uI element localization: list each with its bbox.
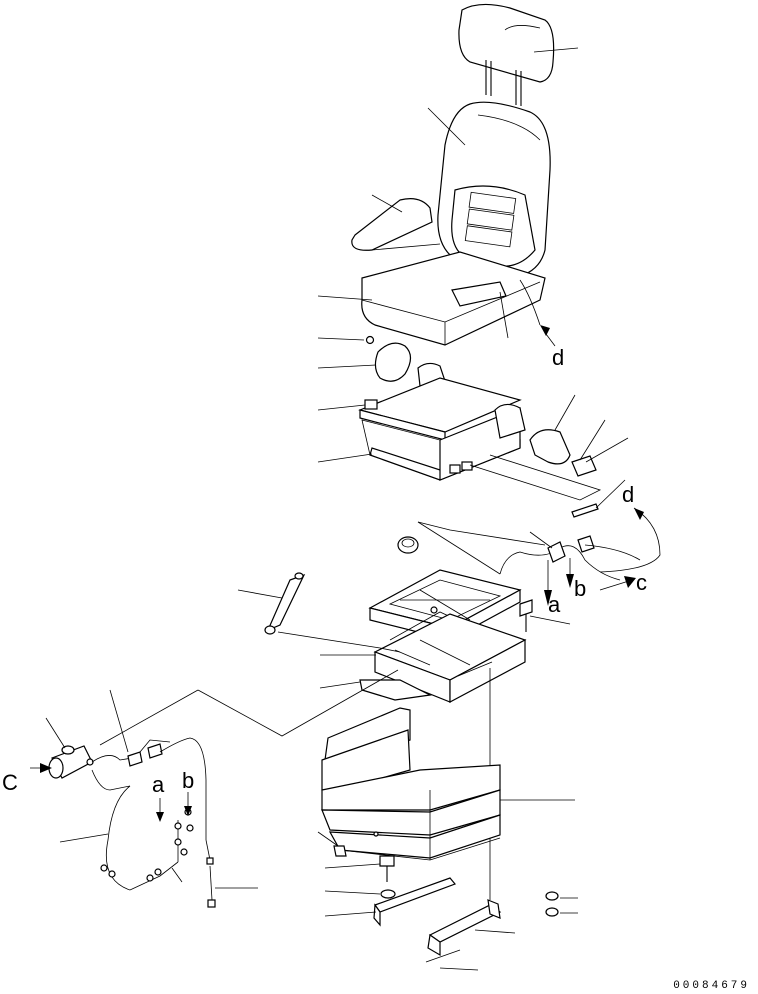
leader-line: [59, 833, 109, 843]
leader-line: [529, 615, 571, 625]
backrest: [437, 101, 551, 277]
leader-line: [579, 419, 606, 461]
leader-line: [45, 717, 66, 749]
arrow-d-upper: [540, 325, 550, 336]
callout-a-right: a: [548, 592, 561, 617]
lever-knob: [529, 429, 571, 465]
leader-line: [317, 831, 339, 847]
washer-right-upper: [545, 891, 559, 901]
lever-clip: [571, 455, 597, 477]
harness-route: [197, 669, 399, 737]
leader-line: [533, 47, 579, 53]
callout-b-left: b: [182, 768, 194, 793]
leader-line: [317, 295, 373, 301]
cover-plate: [374, 342, 412, 382]
leader-line: [317, 337, 365, 341]
suspension-base: [368, 569, 527, 703]
armrest: [351, 198, 441, 251]
leader-line: [237, 589, 283, 599]
leader-line: [554, 394, 576, 431]
leader-line: [317, 364, 377, 369]
leader-line: [324, 911, 377, 917]
leader-line: [109, 689, 129, 753]
mount-bracket-right: [427, 899, 502, 957]
callout-d-right: d: [622, 482, 634, 507]
callout-c-right: c: [636, 570, 647, 595]
headrest: [458, 3, 555, 106]
leader-line: [585, 437, 629, 463]
mount-bolt: [379, 855, 395, 882]
base-cover-plate: [359, 679, 432, 701]
compressor-motor: [48, 745, 94, 779]
washer-right-lower: [545, 907, 559, 917]
leader-line: [529, 531, 553, 549]
catalog-number: 00084679: [673, 980, 750, 992]
washer: [380, 889, 396, 899]
damper-pad: [397, 536, 419, 554]
connector-strip: [571, 503, 599, 518]
slide-rail-frame: [358, 377, 602, 501]
bellows-screw: [333, 845, 347, 857]
harness-d: [599, 507, 661, 573]
leader-line: [324, 863, 381, 869]
backrest-cable: [519, 279, 541, 326]
leader-line: [371, 194, 403, 213]
tag-plate: [364, 399, 378, 410]
leader-line: [171, 867, 183, 883]
callout-a-left: a: [152, 772, 165, 797]
leader-line: [317, 453, 373, 463]
bolt: [519, 599, 533, 632]
seat-cushion: [361, 251, 546, 346]
motor-harness: [91, 737, 216, 908]
leader-line: [595, 479, 626, 509]
suspension-harness: [499, 535, 641, 581]
callout-b-right: b: [574, 576, 586, 601]
mount-bracket-left: [373, 877, 457, 927]
leader-line: [474, 929, 516, 934]
cap-screw: [365, 335, 375, 345]
leader-line: [319, 681, 361, 689]
bellows-boot: [321, 707, 501, 861]
callout-d-upper: d: [552, 345, 564, 370]
leader-line: [317, 404, 366, 411]
callout-c-left: C: [2, 770, 18, 795]
leader-line: [324, 890, 381, 895]
leader-line: [439, 967, 479, 971]
leader-line: [427, 107, 466, 146]
leader-line: [417, 521, 546, 546]
leader-line: [425, 949, 461, 963]
shock-absorber: [264, 572, 306, 635]
